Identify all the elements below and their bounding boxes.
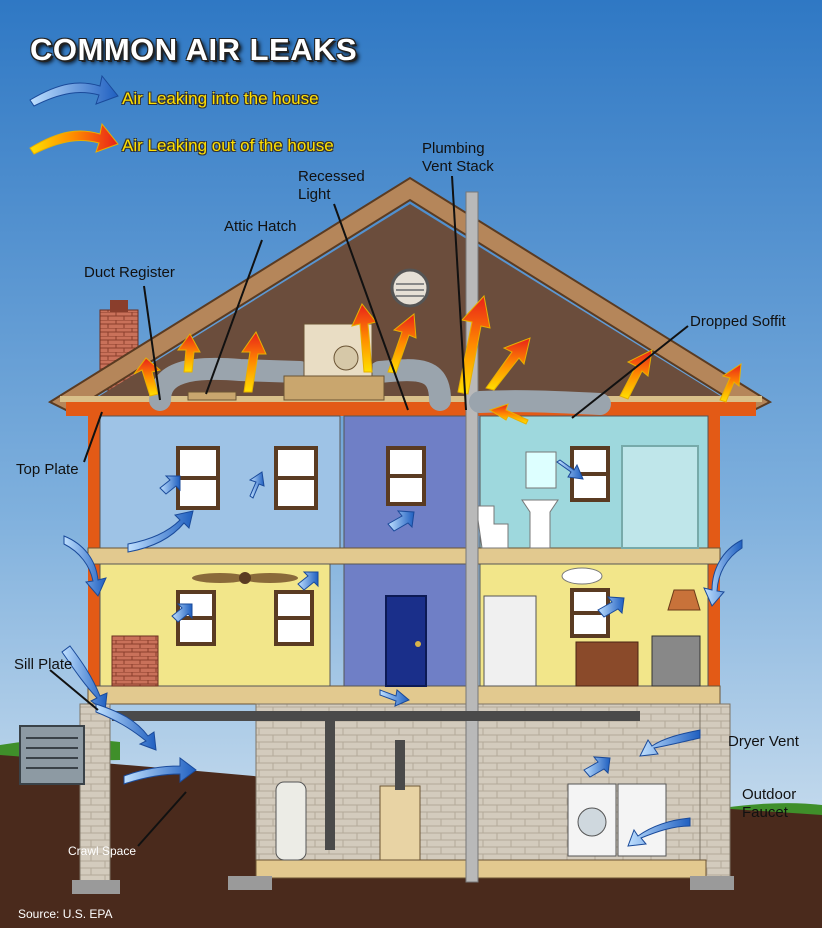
ceiling-fan-icon — [192, 572, 298, 584]
floor-upper — [87, 547, 721, 565]
kitchen-cabinets — [575, 641, 639, 687]
label-sill-plate: Sill Plate — [14, 656, 73, 673]
door — [385, 595, 427, 687]
basement-floor — [255, 859, 707, 879]
legend-arrow-out-icon — [29, 122, 119, 155]
dryer — [617, 783, 667, 857]
label-recessed-light: Recessed Light — [298, 168, 365, 203]
legend-out-label: Air Leaking out of the house — [122, 136, 334, 155]
ac-unit — [19, 725, 85, 785]
label-dropped-soffit: Dropped Soffit — [690, 313, 786, 330]
mirror — [525, 451, 557, 489]
crawl-footing — [72, 880, 120, 894]
source-credit: Source: U.S. EPA — [18, 907, 113, 921]
legend-in-label: Air Leaking into the house — [122, 89, 319, 108]
chimney-cap — [110, 300, 128, 312]
stove — [651, 635, 701, 687]
label-top-plate: Top Plate — [16, 461, 79, 478]
legend-arrow-in-icon — [29, 74, 119, 107]
label-outdoor-faucet: Outdoor Faucet — [742, 786, 797, 821]
sink — [521, 499, 559, 549]
fridge — [483, 595, 537, 687]
toilet — [475, 505, 509, 549]
shower — [621, 445, 699, 549]
furnace — [379, 785, 421, 861]
range-hood — [667, 589, 701, 611]
ceiling-light — [561, 567, 603, 585]
windows — [176, 446, 610, 646]
attic-hatch — [187, 391, 237, 401]
arrows-in — [61, 459, 743, 847]
basement-wall-right — [699, 703, 731, 885]
fireplace — [111, 635, 159, 687]
arrows-out — [133, 294, 742, 425]
callout-lines — [49, 175, 689, 847]
label-crawl-space: Crawl Space — [68, 844, 137, 858]
page-title: COMMON AIR LEAKS — [30, 32, 358, 67]
label-attic-hatch: Attic Hatch — [224, 218, 297, 235]
label-dryer-vent: Dryer Vent — [728, 733, 799, 750]
attic-vent-icon — [390, 268, 430, 308]
basement-ducts — [112, 711, 640, 850]
label-duct-register: Duct Register — [84, 264, 175, 281]
water-heater — [275, 781, 307, 861]
label-plumbing-vent-stack: Plumbing Vent Stack — [422, 140, 494, 175]
plumbing-vent-stack — [465, 191, 479, 883]
